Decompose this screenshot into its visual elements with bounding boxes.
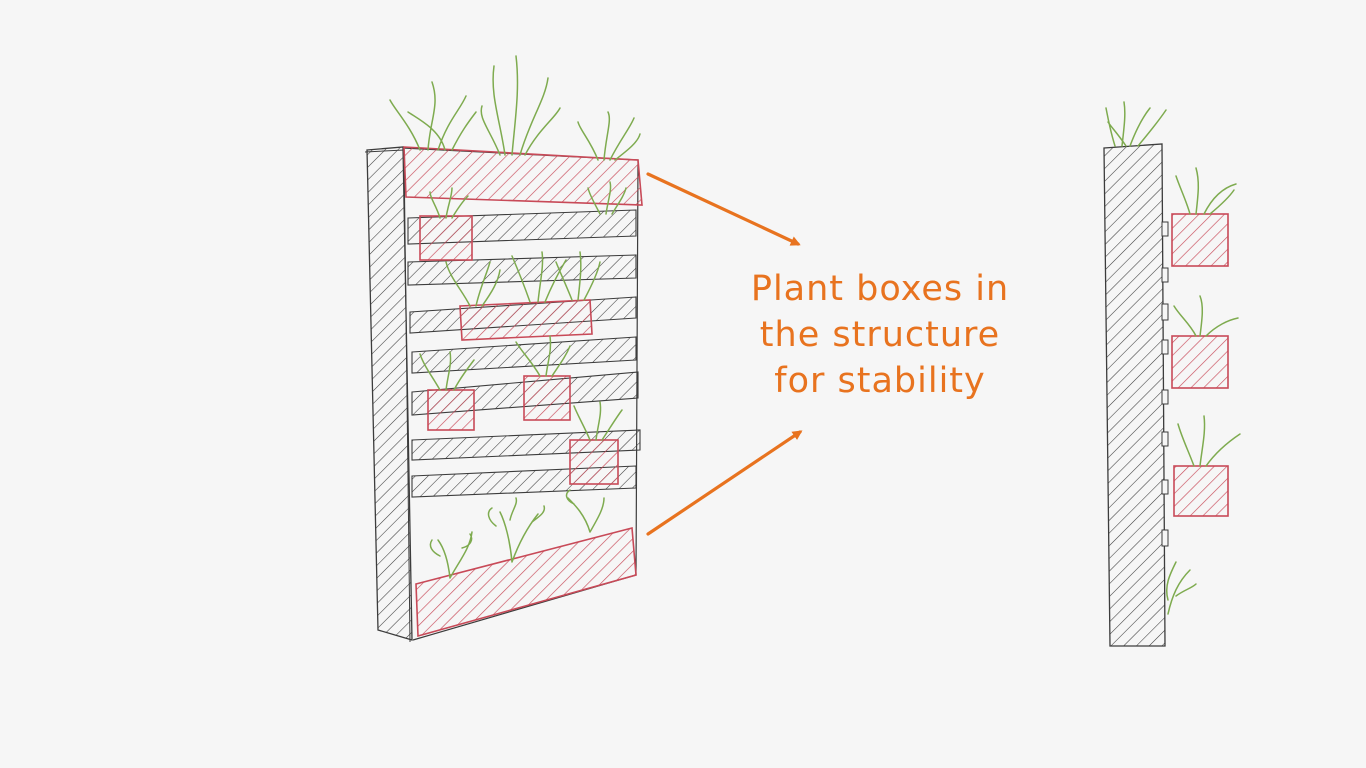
side-plants <box>1105 101 1241 615</box>
annotation-caption: Plant boxes in the structure for stabili… <box>700 266 1060 404</box>
caption-line-2: the structure <box>759 315 1001 355</box>
wall-garden-side-view <box>1103 101 1241 647</box>
pallet-garden-front-view <box>364 55 643 643</box>
annotation-arrows <box>646 172 803 536</box>
arrow-icon <box>646 172 801 246</box>
pallet-left-post <box>364 146 413 643</box>
caption-line-1: Plant boxes in <box>750 269 1010 309</box>
wall-post <box>1103 143 1166 647</box>
side-planter-boxes <box>1171 213 1229 517</box>
arrow-icon <box>646 430 803 536</box>
caption-line-3: for stability <box>774 361 986 401</box>
wall-brackets <box>1161 221 1169 547</box>
front-planter-boxes <box>403 146 643 638</box>
front-plants <box>389 55 641 579</box>
